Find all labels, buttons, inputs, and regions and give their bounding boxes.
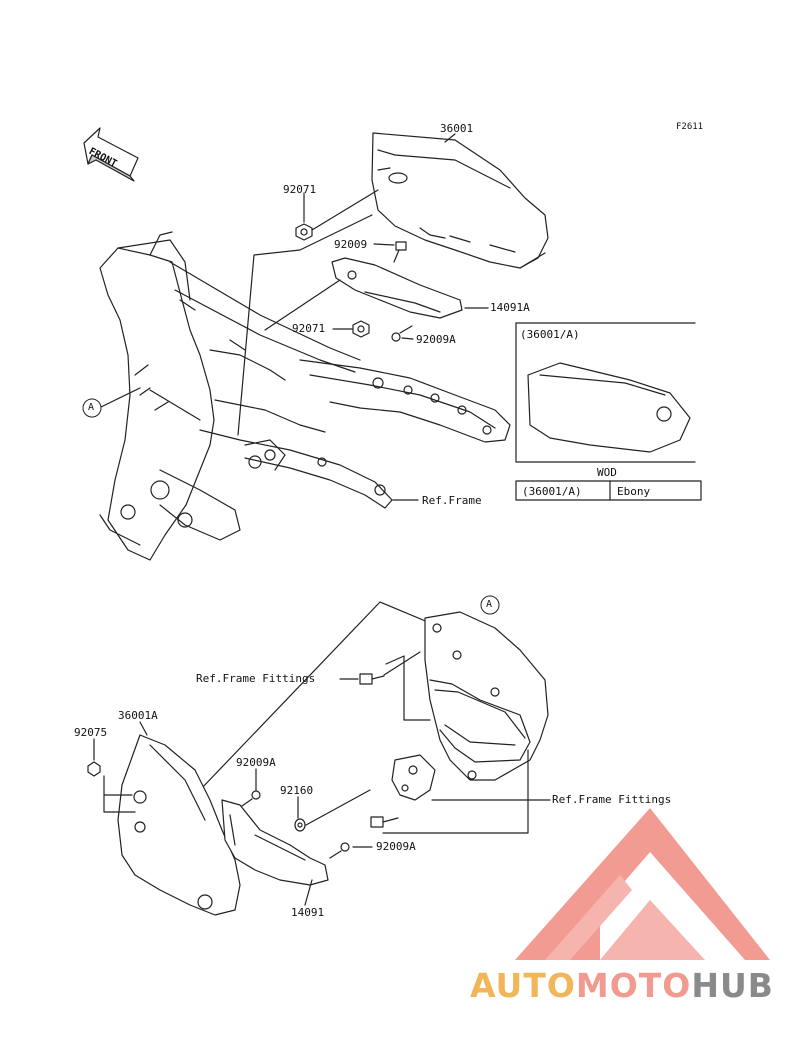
cover-plate-14091A — [331, 257, 463, 319]
frame-bracket-drawing — [391, 611, 549, 801]
bolt-ref-frame-2 — [370, 816, 399, 828]
variant-table-part: (36001/A) — [522, 485, 582, 498]
callout-92071-mid: 92071 — [292, 322, 326, 335]
nut-92075 — [87, 761, 101, 777]
washer-92160 — [294, 818, 306, 832]
watermark-part-auto: AUTO — [470, 966, 576, 1005]
bolt-92009A-top — [391, 325, 413, 342]
callout-ref-frame-fittings-2: Ref.Frame Fittings — [552, 793, 672, 806]
callout-ref-frame: Ref.Frame — [422, 494, 482, 507]
variant-table-title: WOD — [597, 466, 617, 479]
circle-callout-a-top: A — [88, 402, 95, 413]
callout-92009-top: 92009 — [334, 238, 368, 251]
circle-callout-a-bottom: A — [486, 599, 493, 610]
callout-92075: 92075 — [74, 726, 108, 739]
nut-92071-mid — [352, 320, 370, 338]
bolt-92009-top — [393, 241, 407, 263]
bolt-92009A-low — [329, 842, 350, 859]
variant-cover-drawing — [527, 362, 691, 453]
variant-box-header: (36001/A) — [520, 328, 580, 341]
bolt-ref-frame-1 — [359, 673, 385, 685]
figure-code: F2611 — [676, 122, 704, 132]
callout-ref-frame-fittings-1: Ref.Frame Fittings — [196, 672, 316, 685]
callout-92160: 92160 — [280, 784, 314, 797]
nut-92071-top — [295, 223, 313, 241]
callout-92009A-top: 92009A — [416, 333, 456, 346]
front-arrow-icon — [83, 127, 139, 182]
side-cover-36001A — [117, 734, 241, 916]
callout-92009A-low: 92009A — [376, 840, 416, 853]
callout-36001: 36001 — [440, 122, 474, 135]
callout-14091A: 14091A — [490, 301, 530, 314]
bolt-92009A-mid — [241, 790, 261, 807]
variant-table-color: Ebony — [617, 485, 651, 498]
watermark-part-moto: MOTO — [575, 966, 692, 1005]
callout-92071-top: 92071 — [283, 183, 317, 196]
side-cover-36001 — [371, 132, 549, 269]
callout-14091: 14091 — [291, 906, 325, 919]
cover-plate-14091 — [221, 799, 329, 886]
frame-drawing — [99, 231, 511, 561]
watermark-text: AUTOMOTOHUB — [470, 966, 774, 1005]
callout-36001A: 36001A — [118, 709, 158, 722]
watermark-logo-icon — [515, 808, 770, 960]
callout-92009A-mid: 92009A — [236, 756, 276, 769]
watermark-part-hub: HUB — [691, 966, 774, 1005]
